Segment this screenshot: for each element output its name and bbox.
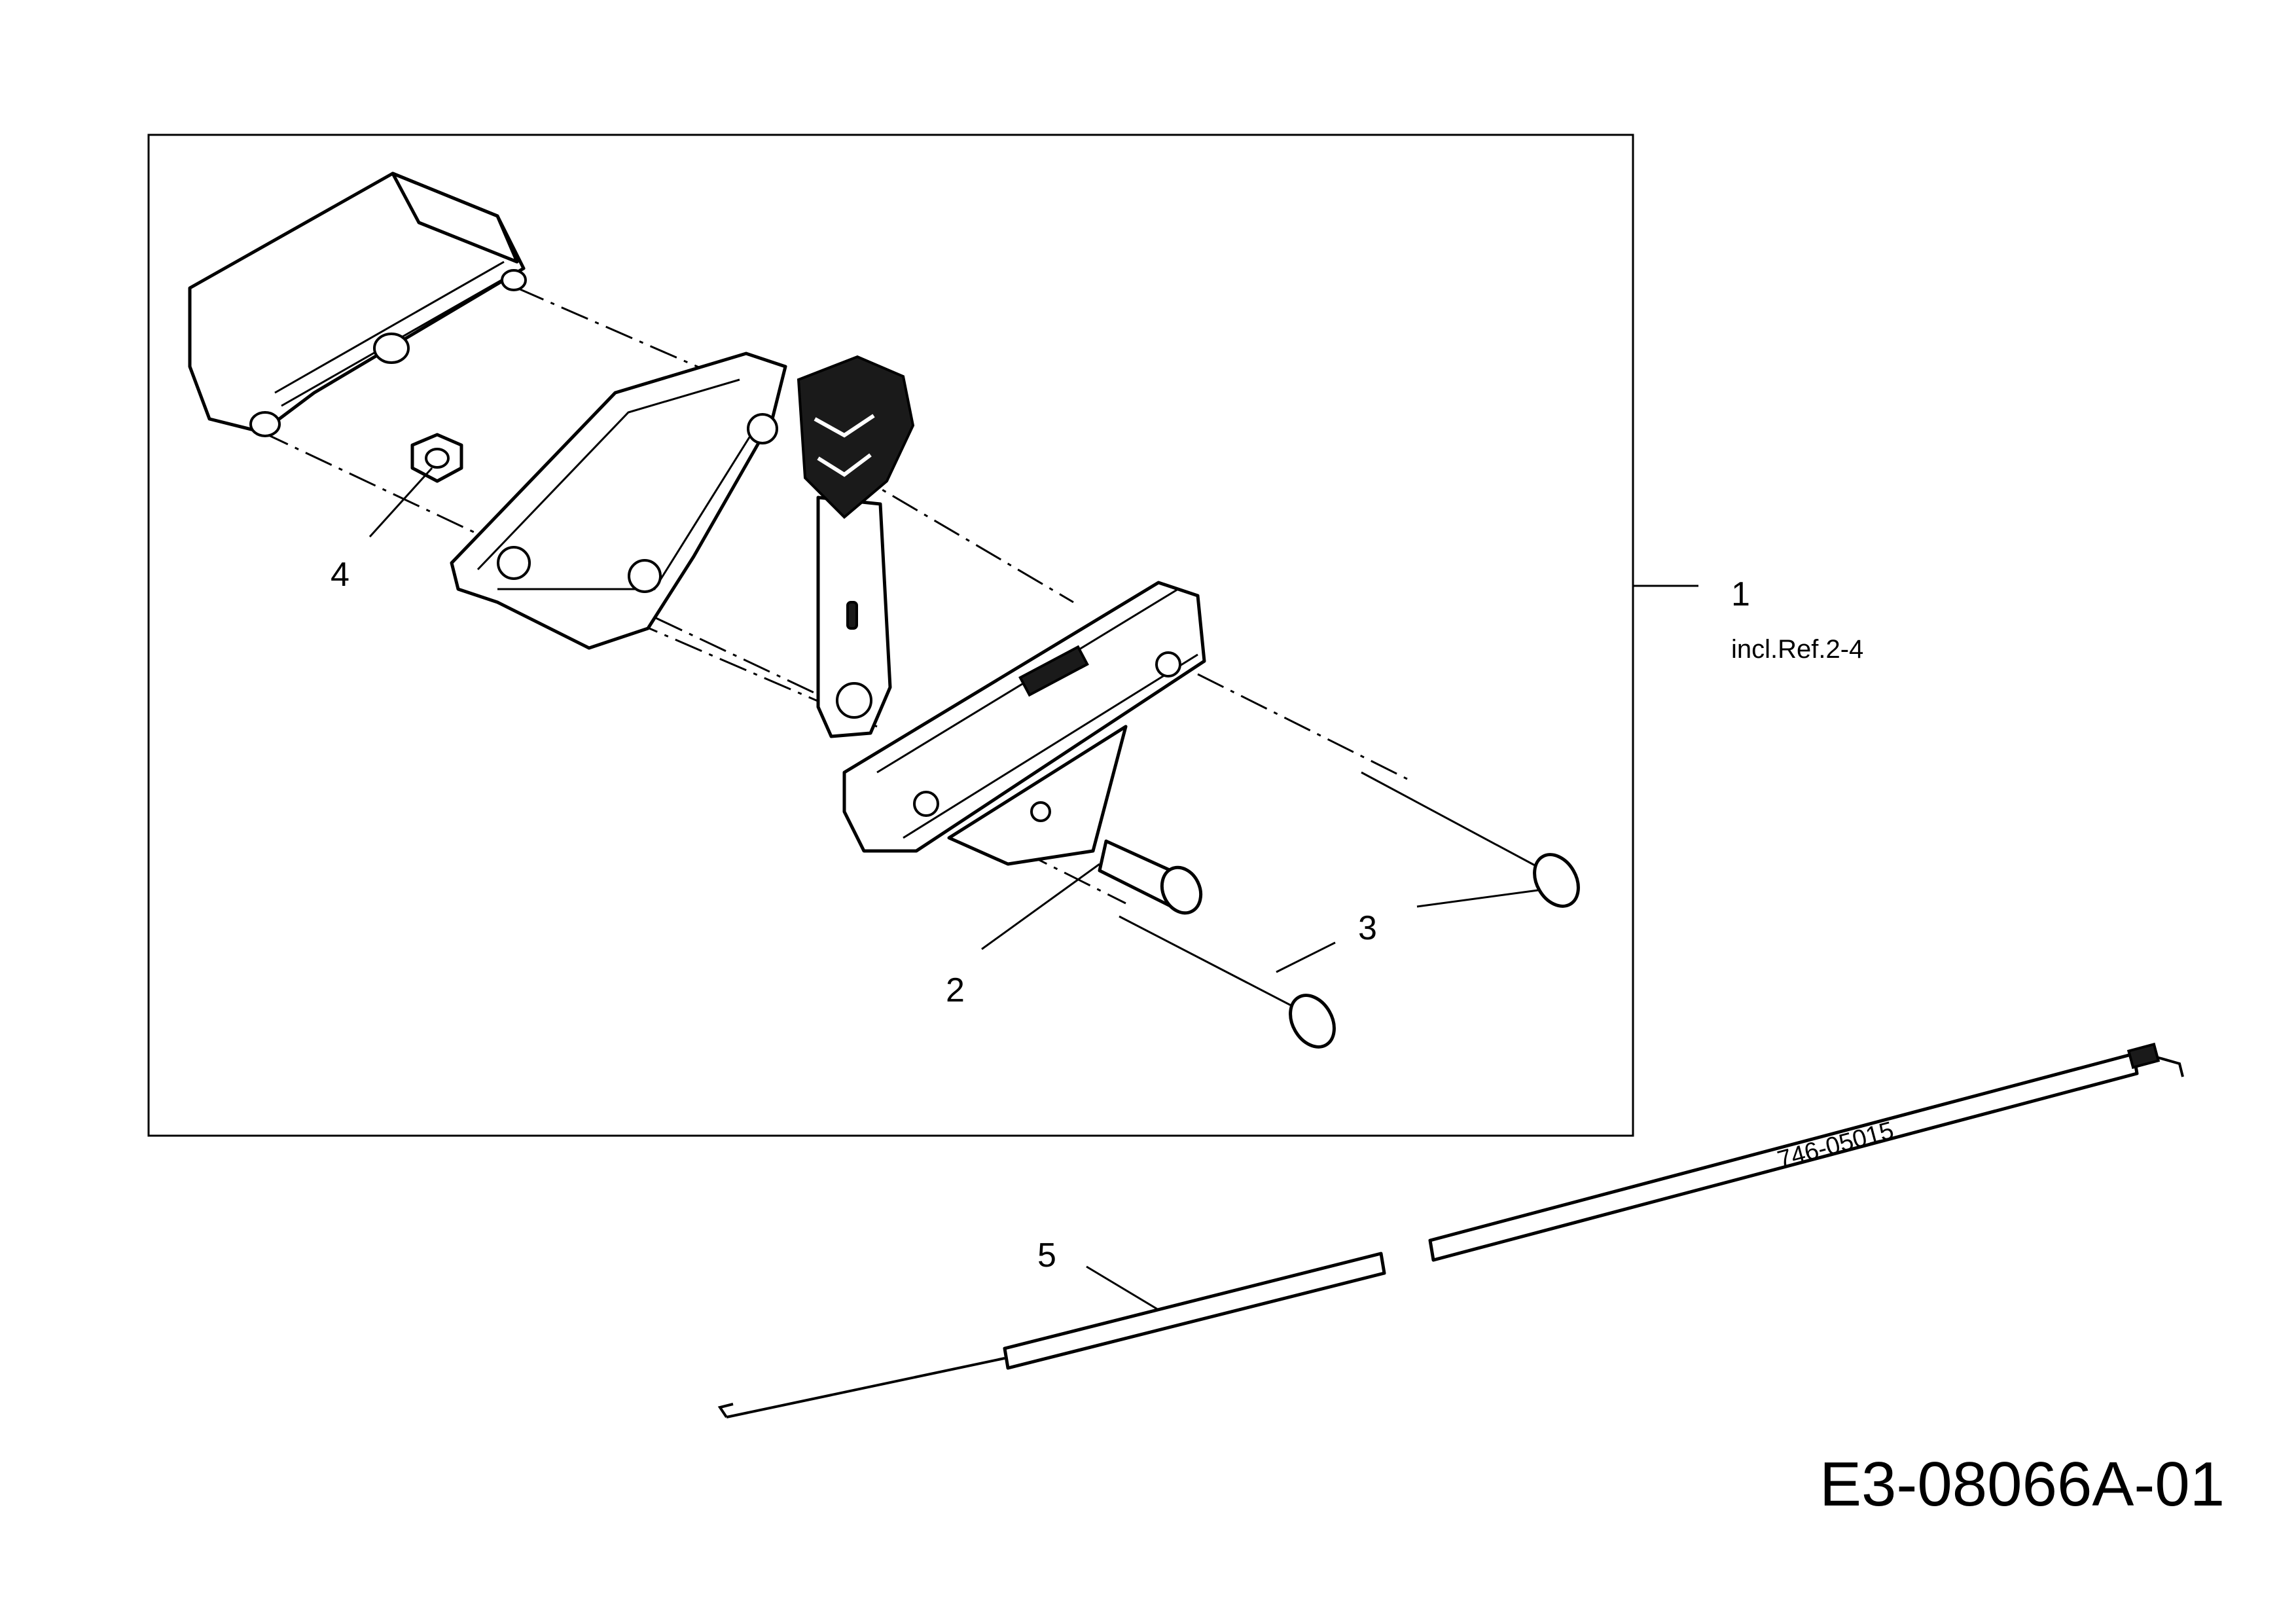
callout-ref1: 1 — [1731, 575, 1750, 613]
callout-ref2: 2 — [946, 971, 965, 1009]
assembly-frame — [147, 134, 1634, 1137]
callout-ref3: 3 — [1358, 909, 1377, 947]
diagram-code: E3-08066A-01 — [1820, 1449, 2225, 1519]
quadrant-housing — [842, 581, 1206, 866]
leader-lines — [368, 467, 1698, 1317]
mounting-block — [188, 171, 527, 437]
callout-ref4: 4 — [331, 556, 350, 594]
throttle-cable — [717, 1042, 2184, 1418]
screw-upper — [1361, 771, 1580, 908]
callout-ref1-note: incl.Ref.2-4 — [1731, 635, 1863, 664]
pin — [1098, 839, 1203, 915]
cable-part-number: 746-05015 — [1774, 1117, 1896, 1174]
screw-lower — [1119, 915, 1336, 1049]
hex-nut — [410, 433, 463, 483]
control-lever — [816, 496, 892, 738]
control-bracket — [450, 352, 787, 650]
lever-knob — [797, 355, 915, 519]
callout-ref5: 5 — [1037, 1236, 1056, 1274]
